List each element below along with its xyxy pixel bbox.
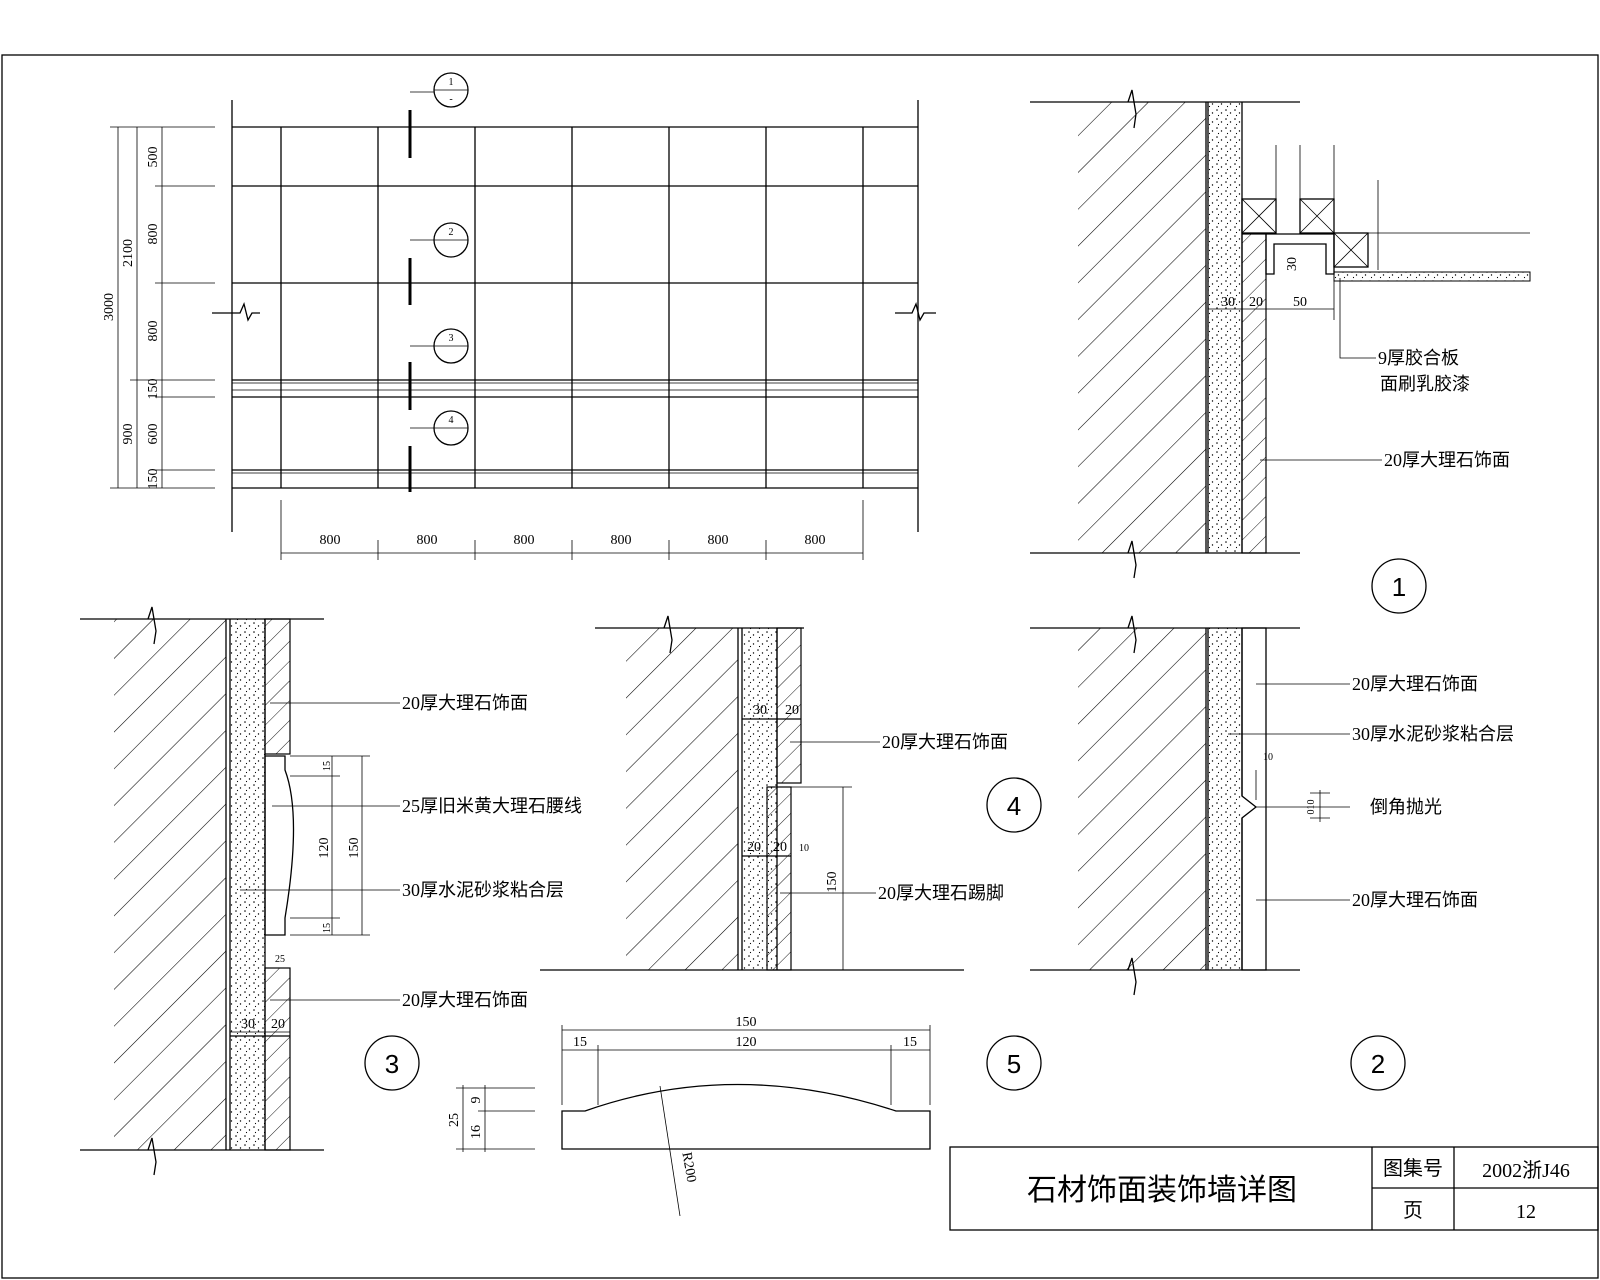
svg-text:120: 120 [317,838,332,859]
section-callout-4: 4 [433,410,469,446]
svg-text:-: - [449,94,452,105]
svg-text:800: 800 [805,533,826,548]
svg-text:150: 150 [825,872,840,893]
atlas-number: 2002浙J46 [1482,1159,1570,1182]
svg-text:3000: 3000 [102,293,117,321]
section-callout-3: 3 [433,328,469,364]
svg-text:800: 800 [417,533,438,548]
svg-text:20厚大理石踢脚: 20厚大理石踢脚 [878,883,1004,903]
svg-text:15: 15 [573,1035,587,1050]
detail-3-section: 20厚大理石饰面 25厚旧米黄大理石腰线 30厚水泥砂浆粘合层 20厚大理石饰面… [80,606,582,1176]
svg-text:R200: R200 [678,1151,698,1183]
svg-text:30: 30 [753,703,767,718]
wall-elevation: 1 - 2 3 4 800 800 [102,72,936,560]
svg-text:800: 800 [320,533,341,548]
svg-text:20厚大理石饰面: 20厚大理石饰面 [402,693,528,713]
detail-2-section: 20厚大理石饰面 30厚水泥砂浆粘合层 倒角抛光 20厚大理石饰面 10 010… [1030,615,1514,1091]
sheet-border [1,54,1599,1279]
svg-text:30: 30 [1285,257,1300,271]
detail-4-number: 4 [1007,791,1021,821]
page-number: 12 [1516,1201,1536,1223]
detail-5-profile: 150 15 120 15 25 9 16 R200 5 [447,1015,1042,1217]
page-label: 页 [1403,1200,1423,1222]
svg-text:20厚大理石饰面: 20厚大理石饰面 [402,990,528,1010]
svg-text:20: 20 [747,840,761,855]
svg-text:15: 15 [903,1035,917,1050]
svg-text:30厚水泥砂浆粘合层: 30厚水泥砂浆粘合层 [402,880,564,900]
svg-text:150: 150 [736,1015,757,1030]
svg-text:10: 10 [799,843,809,854]
svg-text:3: 3 [449,333,454,344]
svg-text:25: 25 [447,1113,462,1127]
svg-text:2100: 2100 [121,239,136,267]
svg-text:15: 15 [322,923,333,933]
svg-text:20厚大理石饰面: 20厚大理石饰面 [1352,674,1478,694]
svg-text:20厚大理石饰面: 20厚大理石饰面 [1384,450,1510,470]
svg-text:20厚大理石饰面: 20厚大理石饰面 [1352,890,1478,910]
detail-1-section: 30 20 50 30 9厚胶合板 面刷乳胶漆 20厚大理石饰面 1 [1030,89,1531,614]
svg-text:800: 800 [146,224,161,245]
svg-text:150: 150 [347,838,362,859]
svg-text:150: 150 [146,379,161,400]
svg-text:面刷乳胶漆: 面刷乳胶漆 [1380,374,1470,394]
title-block: 石材饰面装饰墙详图 图集号 2002浙J46 页 12 [949,1146,1599,1231]
svg-text:9: 9 [469,1097,484,1104]
svg-text:16: 16 [469,1125,484,1139]
svg-text:10: 10 [1263,752,1273,763]
svg-text:30厚水泥砂浆粘合层: 30厚水泥砂浆粘合层 [1352,724,1514,744]
svg-text:800: 800 [708,533,729,548]
svg-text:1: 1 [449,77,454,88]
section-callout-2: 2 [433,222,469,258]
elevation-horizontal-dimensions: 800 800 800 800 800 800 [280,500,864,560]
svg-text:20: 20 [785,703,799,718]
svg-text:2: 2 [449,227,454,238]
svg-text:900: 900 [121,424,136,445]
svg-text:30: 30 [1221,295,1235,310]
svg-text:20: 20 [271,1017,285,1032]
drawing-title: 石材饰面装饰墙详图 [1027,1173,1297,1208]
svg-text:50: 50 [1293,295,1307,310]
svg-text:25: 25 [275,954,285,965]
svg-text:800: 800 [146,321,161,342]
svg-text:25厚旧米黄大理石腰线: 25厚旧米黄大理石腰线 [402,796,582,816]
detail-4-section: 20厚大理石饰面 20厚大理石踢脚 30 20 20 20 10 150 4 [540,615,1042,971]
svg-text:倒角抛光: 倒角抛光 [1370,797,1442,817]
svg-text:20: 20 [1249,295,1263,310]
svg-text:800: 800 [514,533,535,548]
svg-text:4: 4 [449,415,454,426]
svg-text:500: 500 [146,147,161,168]
detail-3-number: 3 [385,1049,399,1079]
svg-text:9厚胶合板: 9厚胶合板 [1378,348,1459,368]
svg-text:20: 20 [773,840,787,855]
svg-text:30: 30 [241,1017,255,1032]
svg-text:15: 15 [322,761,333,771]
svg-text:150: 150 [146,469,161,490]
elevation-vertical-dimensions: 3000 2100 900 500 800 800 150 600 150 [102,126,215,490]
detail-1-number: 1 [1392,572,1406,602]
svg-text:600: 600 [146,424,161,445]
svg-text:010: 010 [1306,800,1317,815]
svg-text:120: 120 [736,1035,757,1050]
detail-2-number: 2 [1371,1049,1385,1079]
detail-5-number: 5 [1007,1049,1021,1079]
atlas-number-label: 图集号 [1383,1157,1443,1180]
svg-text:20厚大理石饰面: 20厚大理石饰面 [882,732,1008,752]
section-callout-1: 1 - [433,72,469,108]
svg-text:800: 800 [611,533,632,548]
